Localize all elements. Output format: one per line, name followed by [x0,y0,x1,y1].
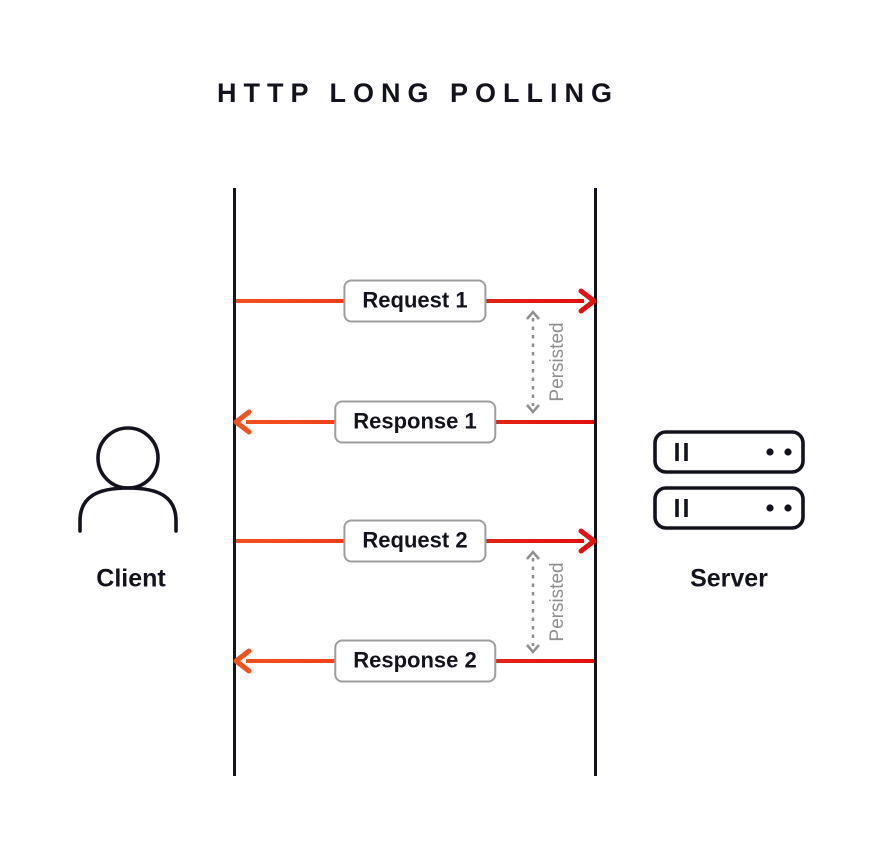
arrowhead-left-icon [233,648,252,674]
server-lifeline [594,188,597,776]
server-stack-icon [653,430,805,530]
message-label: Response 2 [334,639,496,683]
message-request-2: Request 2 [236,519,597,563]
diagram-title: HTTP LONG POLLING [217,78,619,108]
persisted-label: Persisted [547,322,568,402]
message-label: Response 1 [334,400,496,444]
client-lifeline [233,188,236,776]
message-response-1: Response 1 [233,400,594,444]
arrowhead-right-icon [578,288,597,314]
message-request-1: Request 1 [236,279,597,323]
server-label: Server [690,564,768,593]
message-label: Request 1 [343,279,487,323]
persisted-label: Persisted [547,562,568,642]
persisted-dashed-arrow-icon [526,550,540,654]
message-response-2: Response 2 [233,639,594,683]
client-label: Client [96,564,166,593]
arrowhead-right-icon [578,528,597,554]
arrowhead-left-icon [233,409,252,435]
persisted-dashed-arrow-icon [526,310,540,414]
message-label: Request 2 [343,519,487,563]
person-icon [78,426,178,533]
